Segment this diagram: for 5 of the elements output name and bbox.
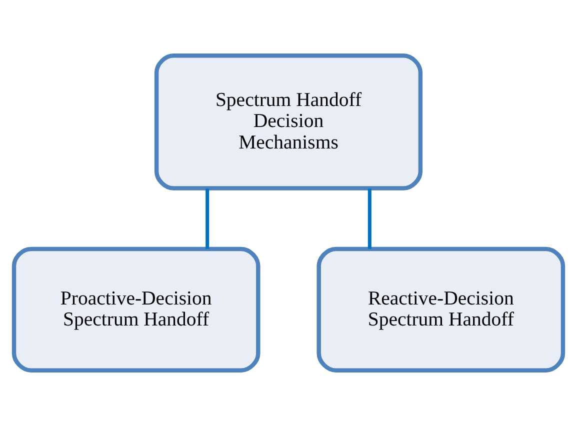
connector [206, 188, 210, 248]
node-box: Proactive-Decision Spectrum Handoff [12, 246, 260, 372]
connector [368, 188, 372, 248]
node-box: Reactive-Decision Spectrum Handoff [316, 246, 566, 372]
node-box: Spectrum Handoff Decision Mechanisms [154, 53, 423, 190]
